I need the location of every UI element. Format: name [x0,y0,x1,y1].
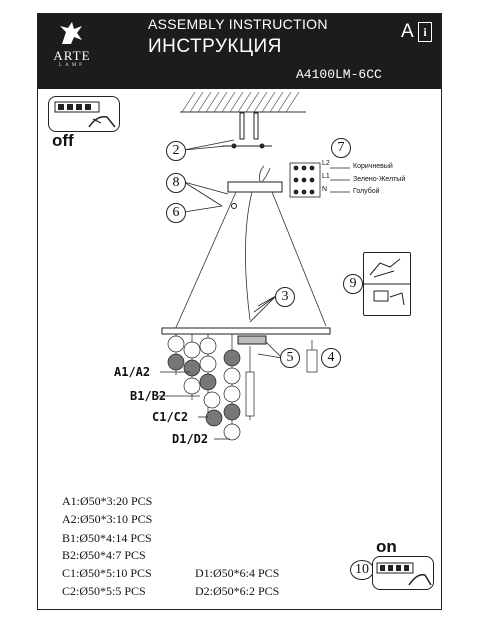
callout-3: 3 [275,287,295,307]
spec-b1: B1:Ø50*4:14 PCS [62,531,152,545]
wire-terminal-n: N [322,186,328,193]
callout-7: 7 [331,138,351,158]
wire-terminal-l2: L2 [322,160,330,167]
callout-4: 4 [321,348,341,368]
callout-2: 2 [166,141,186,161]
suspension-cables [173,191,327,333]
switch-on-illustration [372,556,434,590]
brand-subtitle: LAMP [59,63,85,68]
callout-9: 9 [343,274,363,294]
wire-label-blue: Голубой [353,188,380,195]
switch-off-label: off [52,131,74,150]
spec-a2: A2:Ø50*3:10 PCS [62,512,153,526]
switch-off-illustration [48,96,120,132]
spec-d1: D1:Ø50*6:4 PCS [195,566,280,580]
callout-6: 6 [166,203,186,223]
wire-label-brown: Коричневый [353,163,393,170]
breaker-hand-icon [54,101,116,128]
title-english: ASSEMBLY INSTRUCTION [148,16,328,32]
crystal-label-c: C1/C2 [152,410,189,424]
crystal-strands [167,334,318,441]
terminal-block [289,162,350,198]
wire-label-green-yellow: Зелено-Желтый [353,176,406,183]
spec-c1: C1:Ø50*5:10 PCS [62,566,152,580]
language-letter: A [401,21,414,42]
instruction-sheet [37,13,442,610]
spec-d2: D2:Ø50*6:2 PCS [195,584,280,598]
crystal-label-d: D1/D2 [172,432,209,446]
griffin-icon [60,22,82,44]
info-icon: i [418,22,432,42]
model-number: A4100LM-6CC [296,67,382,82]
wire-terminal-l1: L1 [322,173,330,180]
spec-c2: C2:Ø50*5:5 PCS [62,584,146,598]
step-9-illustration [363,252,411,316]
ceiling-hatch [179,90,307,114]
light-ring [161,327,331,345]
brand-name: ARTE [53,48,91,63]
spec-a1: A1:Ø50*3:20 PCS [62,494,153,508]
spec-b2: B2:Ø50*4:7 PCS [62,548,146,562]
crystal-label-b: B1/B2 [130,389,167,403]
switch-on-label: on [376,537,397,556]
header-bar [38,14,441,89]
brand-logo: ARTE LAMP [44,18,100,70]
crystal-label-a: A1/A2 [114,365,151,379]
screw-tighten-icon [364,258,410,306]
callout-lines [158,139,283,440]
callout-5: 5 [280,348,300,368]
mounting-bracket [222,112,272,149]
callout-8: 8 [166,173,186,193]
callout-10: 10 [350,560,374,580]
title-russian: ИНСТРУКЦИЯ [148,36,282,57]
breaker-on-hand-icon [376,562,432,586]
canopy [227,165,283,209]
